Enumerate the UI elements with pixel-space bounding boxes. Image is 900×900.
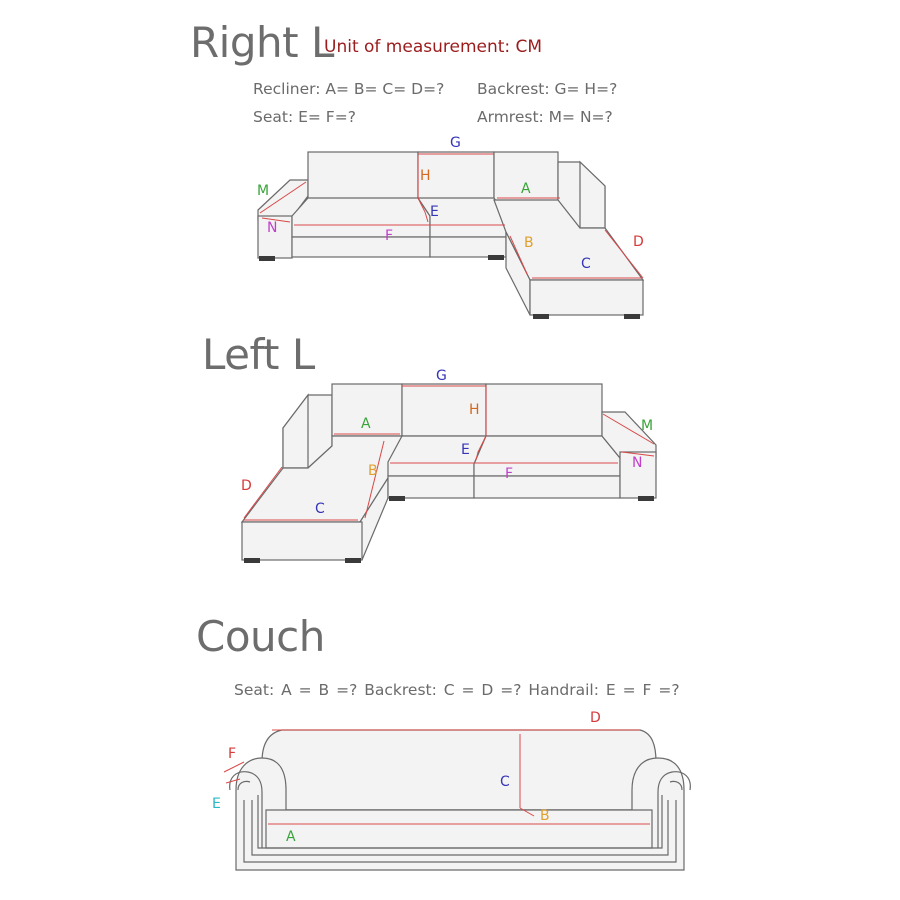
left-l-back-cushion-3	[485, 383, 603, 437]
couch-band-inner	[251, 800, 669, 856]
armrest-note: Armrest: M= N=?	[477, 108, 613, 126]
couch-backrest	[261, 729, 657, 811]
couch-label-f: F	[228, 746, 236, 762]
right-l-label-g: G	[450, 135, 461, 151]
couch-label-d: D	[590, 710, 601, 726]
backrest-note: Backrest: G= H=?	[477, 80, 618, 98]
right-l-label-a: A	[521, 181, 531, 197]
left-l-arm-front	[619, 451, 657, 499]
couch-right-arm-roll	[657, 771, 691, 848]
left-l-back-cushion-1	[331, 383, 403, 437]
couch-band-outer	[243, 800, 677, 863]
left-l-label-g: G	[436, 368, 447, 384]
couch-title: Couch	[196, 612, 325, 661]
left-l-label-a: A	[361, 416, 371, 432]
couch-left-arm-roll	[229, 771, 263, 848]
right-l-label-c: C	[581, 256, 591, 272]
couch-label-c: C	[500, 774, 510, 790]
right-l-title: Right L	[190, 18, 334, 67]
left-l-back-cushion-2	[401, 383, 487, 437]
right-l-label-m: M	[257, 183, 269, 199]
right-l-label-f: F	[385, 228, 393, 244]
left-l-label-n: N	[632, 455, 642, 471]
unit-note: Unit of measurement: CM	[324, 37, 543, 57]
left-l-title: Left L	[202, 330, 315, 379]
left-l-chaise-front	[241, 521, 363, 561]
left-l-label-d: D	[241, 478, 252, 494]
right-l-back-cushion-1	[307, 151, 419, 201]
left-l-label-b: B	[368, 463, 378, 479]
right-l-chaise-front	[529, 279, 644, 316]
couch-seat	[265, 809, 653, 849]
recliner-note: Recliner: A= B= C= D=?	[253, 80, 445, 98]
right-l-label-b: B	[524, 235, 534, 251]
couch-label-b: B	[540, 808, 550, 824]
couch-label-a: A	[286, 829, 296, 845]
right-l-label-d: D	[633, 234, 644, 250]
couch-label-e: E	[212, 796, 221, 812]
left-l-label-f: F	[505, 466, 513, 482]
couch-measure-note: Seat: A = B =? Backrest: C = D =? Handra…	[234, 681, 680, 699]
left-l-label-m: M	[641, 418, 653, 434]
seat-note: Seat: E= F=?	[253, 108, 356, 126]
left-l-label-c: C	[315, 501, 325, 517]
left-l-label-h: H	[469, 402, 480, 418]
couch-band-inner-2	[257, 795, 663, 849]
right-l-label-e: E	[430, 204, 439, 220]
right-l-label-h: H	[420, 168, 431, 184]
left-l-label-e: E	[461, 442, 470, 458]
right-l-label-n: N	[267, 220, 277, 236]
